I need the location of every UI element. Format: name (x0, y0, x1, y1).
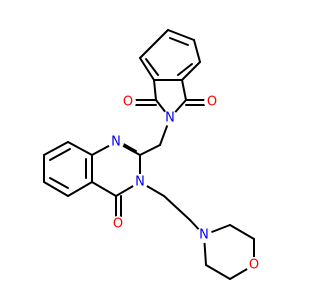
molecule-structure: O O N N N O N O (43, 29, 262, 280)
oxygen-label: O (207, 95, 217, 110)
bond (181, 79, 187, 101)
bond (193, 39, 201, 63)
bond (91, 181, 117, 197)
atom-labels: O O N N N O N O (108, 94, 262, 273)
nitrogen-label: N (199, 228, 209, 243)
oxygen-label: O (123, 95, 133, 110)
bond (169, 37, 189, 46)
bond (205, 264, 231, 280)
bond (153, 79, 157, 101)
bond (43, 181, 69, 197)
oxygen-label: O (113, 217, 123, 232)
atom-N4: N (196, 227, 212, 243)
nitrogen-label: N (135, 175, 145, 190)
oxygen-label: O (249, 258, 259, 273)
atom-O1: O (120, 94, 136, 110)
bond (139, 57, 155, 81)
bond (163, 195, 191, 221)
bond (67, 141, 93, 156)
bond (49, 148, 71, 161)
atom-O2: O (204, 94, 220, 110)
bond (177, 63, 193, 76)
bond (43, 141, 69, 156)
bond (139, 29, 169, 59)
bond (181, 61, 201, 81)
bond (167, 29, 195, 41)
atom-N1: N (162, 110, 178, 126)
atom-N3: N (132, 174, 148, 190)
molecule-canvas: O O N N N O N O (43, 29, 262, 280)
bond (139, 144, 161, 156)
bond (49, 177, 69, 189)
atom-O3: O (110, 216, 126, 232)
atom-N2: N (108, 134, 124, 150)
bonds (43, 29, 255, 280)
nitrogen-label: N (111, 135, 121, 150)
bond (67, 181, 93, 197)
bond (229, 224, 255, 240)
atom-O4: O (246, 257, 262, 273)
bond (145, 58, 159, 76)
nitrogen-label: N (165, 111, 175, 126)
